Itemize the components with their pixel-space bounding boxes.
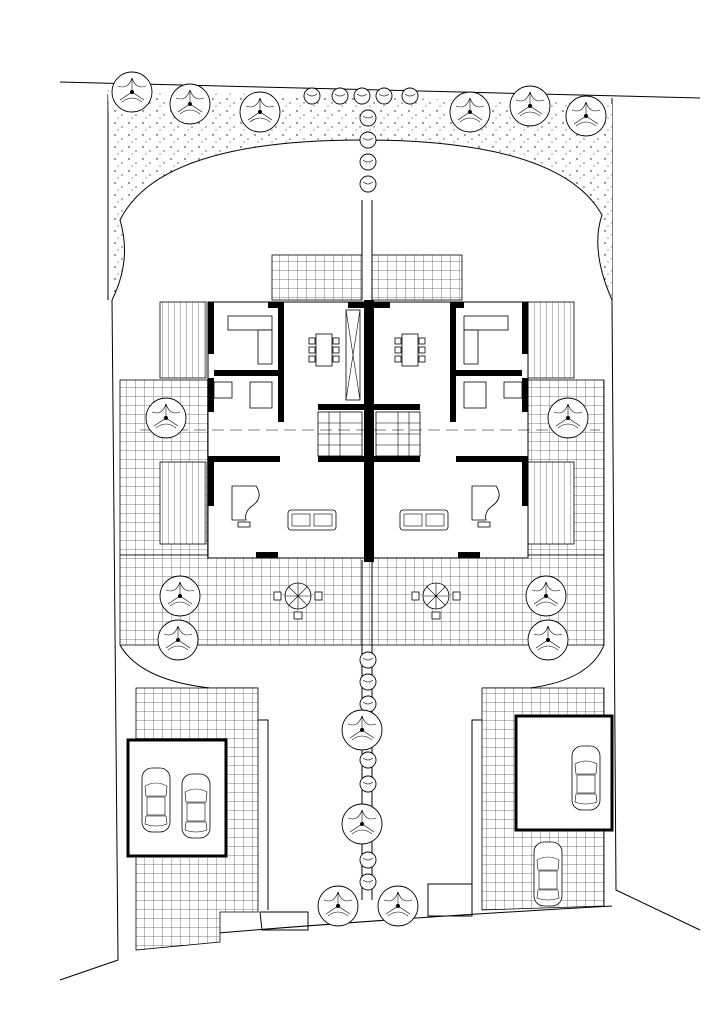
shrub-icon [359, 153, 377, 171]
tree-icon [527, 619, 569, 661]
tree-icon [239, 91, 281, 133]
shrub-icon [359, 673, 377, 691]
kitchen-counter [463, 329, 479, 365]
shrub-icon [331, 87, 349, 105]
tree-icon [145, 397, 187, 439]
shrub-icon [359, 775, 377, 793]
car-icon [533, 841, 563, 907]
stair-icon [375, 411, 421, 457]
central-hedge [317, 560, 419, 927]
kitchen-counter [227, 315, 273, 331]
washer-icon [503, 381, 523, 399]
shrub-icon [359, 873, 377, 891]
car-icon [181, 773, 211, 839]
tree-icon [341, 709, 383, 751]
shrub-icon [359, 131, 377, 149]
decks [159, 301, 575, 545]
carport-left [126, 738, 228, 858]
car-icon [141, 767, 171, 833]
shrub-icon [359, 651, 377, 669]
tree-icon [317, 885, 359, 927]
shrub-icon [303, 87, 321, 105]
shrub-icon [359, 109, 377, 127]
washer-icon [213, 381, 233, 399]
shrub-icon [359, 751, 377, 769]
rear-terraces [271, 200, 463, 301]
party-wall [364, 300, 374, 562]
dining-table-icon [308, 333, 340, 367]
tree-icon [449, 91, 491, 133]
shrub-icon [375, 87, 393, 105]
shrub-icon [353, 87, 371, 105]
tree-icon [111, 71, 153, 113]
sofa-icon [287, 509, 337, 531]
shrub-icon [401, 87, 419, 105]
car-icon [571, 745, 601, 811]
wc-icon [463, 381, 487, 409]
wc-icon [249, 381, 273, 409]
carport-right [514, 714, 614, 832]
kitchen-counter [463, 315, 509, 331]
stair-icon [317, 411, 363, 457]
tree-icon [377, 885, 419, 927]
tree-icon [341, 803, 383, 845]
tree-icon [547, 397, 589, 439]
tree-icon [169, 83, 211, 125]
tree-icon [157, 619, 199, 661]
tree-icon [509, 85, 551, 127]
shrub-icon [359, 851, 377, 869]
tree-icon [525, 575, 567, 617]
entrance-gate-right [427, 883, 473, 917]
sofa-icon [399, 509, 449, 531]
dining-table-icon [394, 333, 426, 367]
entrance-gate-left [259, 911, 309, 931]
tree-icon [565, 95, 607, 137]
shrub-icon [359, 175, 377, 193]
tree-icon [159, 575, 201, 617]
kitchen-counter [257, 329, 273, 365]
